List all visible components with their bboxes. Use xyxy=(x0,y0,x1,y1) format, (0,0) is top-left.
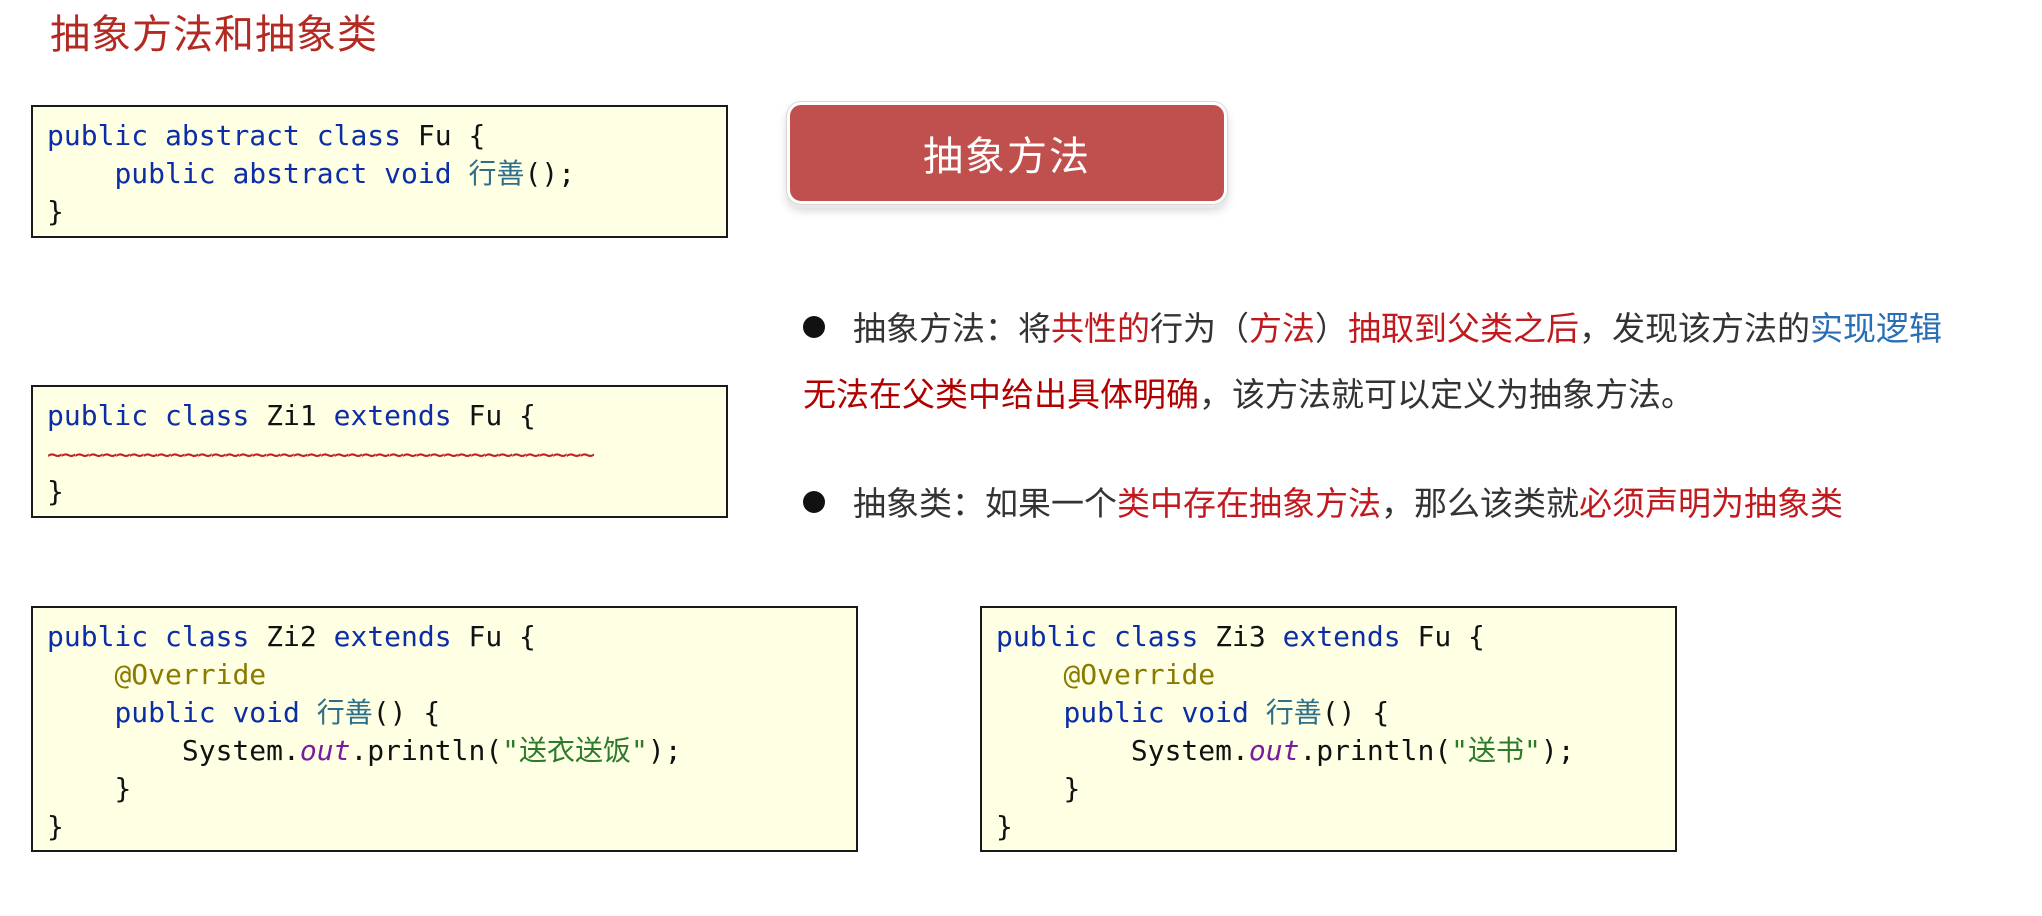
banner-label: 抽象方法 xyxy=(923,134,1091,180)
code-line: @Override xyxy=(47,656,842,694)
code-block-fu: public abstract class Fu { public abstra… xyxy=(31,105,728,238)
keyword: public xyxy=(114,696,216,729)
static-field: out xyxy=(1248,734,1300,767)
class-name: Zi1 xyxy=(266,399,317,432)
keyword: public xyxy=(1063,696,1165,729)
class-reference: System. xyxy=(181,734,300,767)
closing-brace: } xyxy=(114,772,132,805)
method-name: 行善 xyxy=(316,696,373,729)
desc-highlight: 方法 xyxy=(1249,309,1315,348)
error-squiggle: ~~~~~~~~~~~~~~~~~~~~~~~~~~~~~~~~~~~~~~~~ xyxy=(47,440,595,470)
code-punctuation: () { xyxy=(1321,696,1390,729)
desc-text: 行为（ xyxy=(1150,309,1249,348)
code-line: @Override xyxy=(996,656,1661,694)
code-punctuation: () { xyxy=(372,696,441,729)
desc-highlight: 抽取到父类之后 xyxy=(1348,309,1579,348)
closing-brace: } xyxy=(47,810,64,843)
desc-highlight: 必须声明为抽象类 xyxy=(1579,484,1843,523)
class-name: Zi2 xyxy=(266,620,317,653)
code-line: } xyxy=(996,770,1661,808)
code-punctuation: (); xyxy=(524,157,576,190)
closing-brace: } xyxy=(1063,772,1081,805)
annotation: @Override xyxy=(114,658,267,691)
keyword: extends xyxy=(333,399,452,432)
desc-text: ，该方法就可以定义为抽象方法。 xyxy=(1199,375,1694,414)
desc-text: ，发现该方法的 xyxy=(1579,309,1810,348)
bullet-icon xyxy=(803,491,825,513)
code-line: } xyxy=(47,473,712,511)
description-abstract-class: 抽象类：如果一个类中存在抽象方法，那么该类就必须声明为抽象类 xyxy=(803,477,1843,525)
keyword: abstract xyxy=(165,119,300,152)
code-line: public class Zi1 extends Fu { xyxy=(47,397,712,435)
code-line: } xyxy=(996,808,1661,846)
desc-text: 抽象方法：将 xyxy=(853,309,1051,348)
code-block-zi1: public class Zi1 extends Fu { ~~~~~~~~~~~… xyxy=(31,385,728,518)
closing-brace: } xyxy=(996,810,1013,843)
code-line: System.out.println("送衣送饭"); xyxy=(47,732,842,770)
parent-class-name: Fu { xyxy=(468,620,536,653)
code-block-zi2: public class Zi2 extends Fu { @Override … xyxy=(31,606,858,852)
desc-highlight: 类中存在抽象方法 xyxy=(1117,484,1381,523)
code-line: public class Zi2 extends Fu { xyxy=(47,618,842,656)
desc-highlight-blue: 实现逻辑 xyxy=(1810,309,1942,348)
string-literal: "送书" xyxy=(1451,734,1541,767)
static-field: out xyxy=(299,734,351,767)
code-line: public void 行善() { xyxy=(47,694,842,732)
keyword: void xyxy=(384,157,452,190)
class-name: Zi3 xyxy=(1215,620,1266,653)
keyword: public xyxy=(996,620,1098,653)
method-name: 行善 xyxy=(468,157,525,190)
method-call: .println( xyxy=(350,734,503,767)
description-abstract-method-line1: 抽象方法：将共性的行为（方法）抽取到父类之后，发现该方法的实现逻辑 xyxy=(803,302,1942,350)
abstract-method-banner: 抽象方法 xyxy=(786,101,1228,205)
code-punctuation: ); xyxy=(1540,734,1575,767)
keyword: abstract xyxy=(232,157,368,190)
method-call: .println( xyxy=(1299,734,1452,767)
keyword: extends xyxy=(1282,620,1401,653)
closing-brace: } xyxy=(47,195,64,228)
keyword: public xyxy=(47,620,149,653)
desc-highlight: 无法在父类中给出具体明确 xyxy=(803,375,1199,414)
code-line: } xyxy=(47,770,842,808)
keyword: void xyxy=(1181,696,1249,729)
code-line: public abstract class Fu { xyxy=(47,117,712,155)
page-title: 抽象方法和抽象类 xyxy=(50,12,378,58)
code-block-zi3: public class Zi3 extends Fu { @Override … xyxy=(980,606,1677,852)
method-name: 行善 xyxy=(1265,696,1322,729)
code-line: public abstract void 行善(); xyxy=(47,155,712,193)
description-abstract-method-line2: 无法在父类中给出具体明确，该方法就可以定义为抽象方法。 xyxy=(803,368,1694,416)
string-literal: "送衣送饭" xyxy=(502,734,648,767)
code-line: System.out.println("送书"); xyxy=(996,732,1661,770)
code-line: ~~~~~~~~~~~~~~~~~~~~~~~~~~~~~~~~~~~~~~~~ xyxy=(47,435,712,473)
desc-highlight: 共性的 xyxy=(1051,309,1150,348)
keyword: void xyxy=(232,696,300,729)
keyword: class xyxy=(165,399,250,432)
keyword: public xyxy=(47,119,149,152)
closing-brace: } xyxy=(47,475,64,508)
keyword: class xyxy=(1114,620,1199,653)
keyword: class xyxy=(316,119,402,152)
class-name: Fu { xyxy=(417,119,486,152)
code-line: public void 行善() { xyxy=(996,694,1661,732)
keyword: class xyxy=(165,620,250,653)
desc-text: ，那么该类就 xyxy=(1381,484,1579,523)
parent-class-name: Fu { xyxy=(468,399,536,432)
code-line: } xyxy=(47,808,842,846)
code-line: public class Zi3 extends Fu { xyxy=(996,618,1661,656)
parent-class-name: Fu { xyxy=(1417,620,1485,653)
code-punctuation: ); xyxy=(647,734,682,767)
keyword: extends xyxy=(333,620,452,653)
bullet-icon xyxy=(803,316,825,338)
keyword: public xyxy=(47,399,149,432)
annotation: @Override xyxy=(1063,658,1216,691)
code-line: } xyxy=(47,193,712,231)
class-reference: System. xyxy=(1130,734,1249,767)
desc-text: 抽象类：如果一个 xyxy=(853,484,1117,523)
desc-text: ） xyxy=(1315,309,1348,348)
keyword: public xyxy=(114,157,216,190)
